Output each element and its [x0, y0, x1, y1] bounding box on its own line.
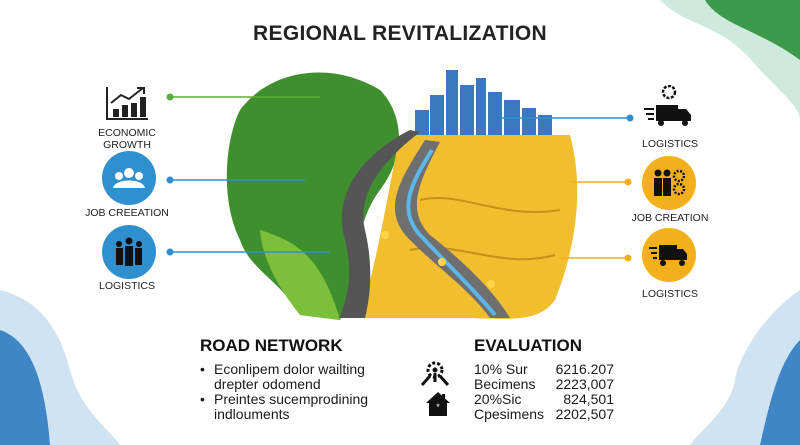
road [340, 130, 420, 318]
row-label: Cpesimens [474, 406, 545, 422]
bullet-line: indlouments [214, 406, 290, 422]
road-network-section: ROAD NETWORK Econlipem dolor wailtingdre… [200, 336, 368, 422]
evaluation-row: 20%Sic 824,501 [474, 392, 614, 407]
bar-chart-growth-icon [106, 87, 148, 120]
bullet-line: Preintes sucemprodining [214, 391, 369, 407]
evaluation-table: 10% Sur 6216.207 Becimens 2223,007 20%Sic 8… [474, 362, 614, 422]
team-icon [102, 225, 156, 279]
house-icon: * [426, 392, 450, 416]
label-line: GROWTH [103, 139, 151, 151]
evaluation-row: Cpesimens 2202,507 [474, 407, 614, 422]
people-group-icon [102, 151, 156, 205]
workers-gears-icon [642, 156, 696, 210]
city-skyline [415, 70, 552, 135]
row-label: Becimens [474, 376, 536, 392]
row-value: 824,501 [563, 391, 614, 407]
job-creation-label: JOB CREEATION [85, 207, 169, 219]
svg-text:*: * [436, 402, 440, 412]
delivery-truck-icon [642, 228, 696, 282]
evaluation-heading: EVALUATION [474, 336, 582, 355]
river-road [394, 140, 510, 318]
row-label: 10% Sur [474, 361, 528, 377]
label-line: ECONOMIC [98, 127, 156, 139]
evaluation-row: 10% Sur 6216.207 [474, 362, 614, 377]
gear-network-icon [420, 361, 450, 386]
page-title: REGIONAL REVITALIZATION [253, 22, 547, 45]
row-label: 20%Sic [474, 391, 522, 407]
row-value: 2202,507 [555, 406, 614, 422]
delivery-truck-gear-icon [644, 85, 691, 126]
job-creation-label: JOB CREATION [631, 212, 709, 224]
row-value: 6216.207 [555, 361, 614, 377]
bullet-line: drepter odomend [214, 376, 321, 392]
bullet-line: Econlipem dolor wailting [214, 361, 365, 377]
logistics-label: LOGISTICS [641, 288, 698, 300]
road-network-heading: ROAD NETWORK [200, 336, 343, 355]
row-value: 2223,007 [555, 376, 614, 392]
logistics-label: LOGISTICS [641, 138, 698, 150]
evaluation-row: Becimens 2223,007 [474, 377, 614, 392]
logistics-label: LOGISTICS [98, 280, 155, 292]
